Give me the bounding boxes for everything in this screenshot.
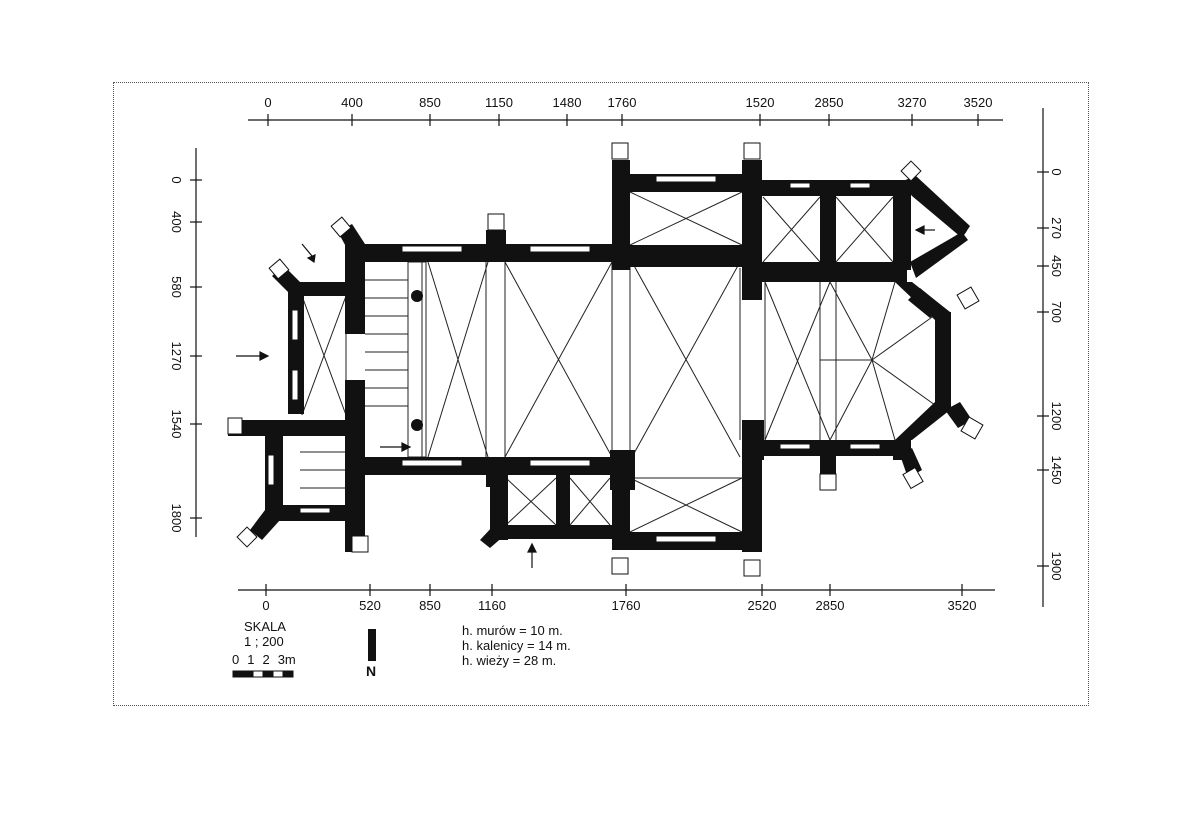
top-axis-label: 0 [264, 95, 271, 110]
bottom-axis-label: 3520 [948, 598, 977, 613]
entrance-arrows [236, 225, 935, 568]
right-axis-label: 700 [1049, 301, 1064, 323]
height-walls: h. murów = 10 m. [462, 623, 563, 638]
left-axis-label: 580 [169, 276, 184, 298]
right-dimension-axis: 0 270 450 700 1200 1450 1900 [1037, 108, 1064, 607]
top-axis-label: 1760 [608, 95, 637, 110]
right-axis-label: 1450 [1049, 456, 1064, 485]
right-axis-label: 450 [1049, 255, 1064, 277]
scale-ratio: 1 ; 200 [244, 634, 284, 649]
bottom-axis-label: 0 [262, 598, 269, 613]
right-axis-label: 1900 [1049, 552, 1064, 581]
walls [228, 160, 972, 552]
left-axis-label: 400 [169, 211, 184, 233]
right-axis-label: 0 [1049, 168, 1064, 175]
top-axis-label: 1480 [553, 95, 582, 110]
bottom-axis-label: 850 [419, 598, 441, 613]
left-axis-label: 0 [169, 176, 184, 183]
right-axis-label: 270 [1049, 217, 1064, 239]
right-axis-label: 1200 [1049, 402, 1064, 431]
bottom-axis-label: 2850 [816, 598, 845, 613]
scale-tick: 3m [277, 652, 296, 667]
scale-tick: 1 [247, 652, 255, 667]
top-axis-label: 3270 [898, 95, 927, 110]
drawing-frame [113, 82, 1089, 706]
bottom-axis-label: 1760 [612, 598, 641, 613]
scale-tick: 2 [262, 652, 270, 667]
height-tower: h. wieży = 28 m. [462, 653, 557, 668]
north-label: N [366, 663, 377, 679]
top-dimension-axis: 0 400 850 1150 1480 1760 1520 2850 3270 3520 [248, 95, 1003, 126]
top-axis-label: 3520 [964, 95, 993, 110]
bottom-dimension-axis: 0 520 850 1160 1760 2520 2850 3520 [238, 584, 995, 613]
top-axis-label: 1150 [485, 95, 513, 110]
bottom-axis-label: 2520 [748, 598, 777, 613]
height-ridge: h. kalenicy = 14 m. [462, 638, 571, 653]
buttress-caps [227, 142, 984, 577]
scale-ticks: 0 1 2 3m [232, 653, 316, 667]
top-axis-label: 850 [419, 95, 441, 110]
north-arrow [368, 629, 376, 661]
bottom-axis-label: 520 [359, 598, 381, 613]
scale-title: SKALA [244, 619, 286, 634]
left-axis-label: 1540 [169, 410, 184, 439]
scale-bar [232, 670, 294, 678]
scale-tick: 0 [232, 652, 240, 667]
top-axis-label: 1520 [746, 95, 775, 110]
windows [267, 175, 881, 543]
top-axis-label: 400 [341, 95, 363, 110]
top-axis-label: 2850 [815, 95, 844, 110]
columns [411, 223, 967, 431]
left-axis-label: 1800 [169, 504, 184, 533]
left-dimension-axis: 0 400 580 1270 1540 1800 [169, 148, 202, 537]
bottom-axis-label: 1160 [478, 598, 506, 613]
left-axis-label: 1270 [169, 342, 184, 371]
